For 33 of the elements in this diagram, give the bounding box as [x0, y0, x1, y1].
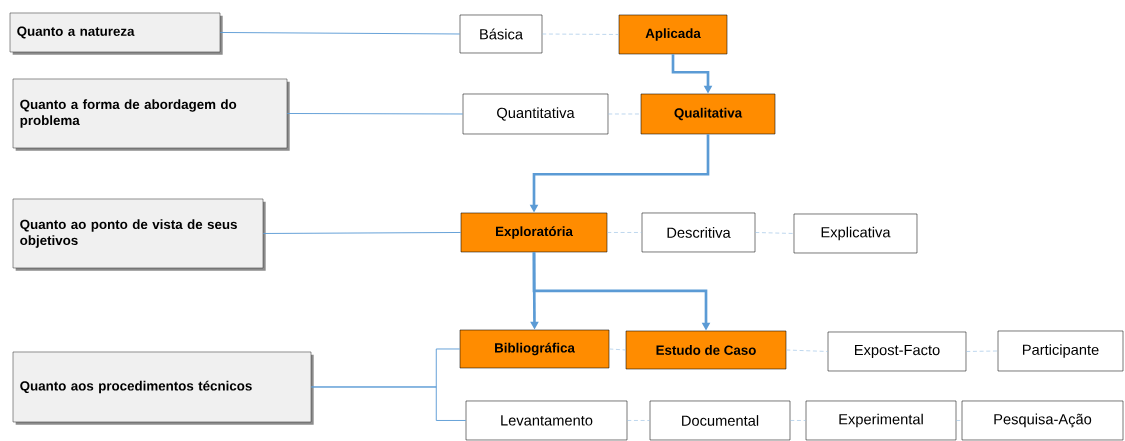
selected-box: Bibliográfica [459, 329, 610, 369]
option-box: Quantitativa [462, 93, 609, 135]
option-box: Expost-Facto [827, 331, 967, 372]
option-box: Básica [459, 14, 543, 54]
option-box: Participante [997, 330, 1124, 372]
option-box: Levantamento [465, 400, 628, 441]
selected-box: Aplicada [618, 14, 728, 55]
option-box: Documental [649, 400, 791, 441]
option-box: Experimental [805, 400, 957, 441]
category-box: Quanto a natureza [9, 12, 223, 55]
connector-line [626, 420, 651, 421]
option-box: Explicativa [793, 213, 918, 254]
category-box: Quanto a forma de abordagem do problema [12, 78, 290, 151]
selected-box: Estudo de Caso [625, 330, 787, 370]
category-box: Quanto ao ponto de vista de seus objetivos [12, 198, 266, 271]
connector-line [262, 232, 462, 234]
connector-line [955, 420, 963, 421]
connector-line [286, 113, 464, 115]
selected-box: Qualitativa [640, 93, 776, 135]
category-box: Quanto aos procedimentos técnicos [12, 351, 314, 425]
connector-line [754, 232, 795, 234]
selected-box: Exploratória [460, 212, 608, 253]
connector-line [606, 232, 643, 233]
connector-line [785, 349, 829, 352]
option-box: Descritiva [641, 212, 756, 253]
connector-line [219, 32, 461, 35]
connector-line [310, 386, 467, 421]
connector-line [541, 33, 620, 35]
connector-line [607, 113, 642, 115]
connector-line [608, 348, 627, 351]
connector-line [965, 350, 999, 352]
option-box: Pesquisa-Ação [961, 400, 1124, 441]
connector-line [789, 420, 807, 421]
